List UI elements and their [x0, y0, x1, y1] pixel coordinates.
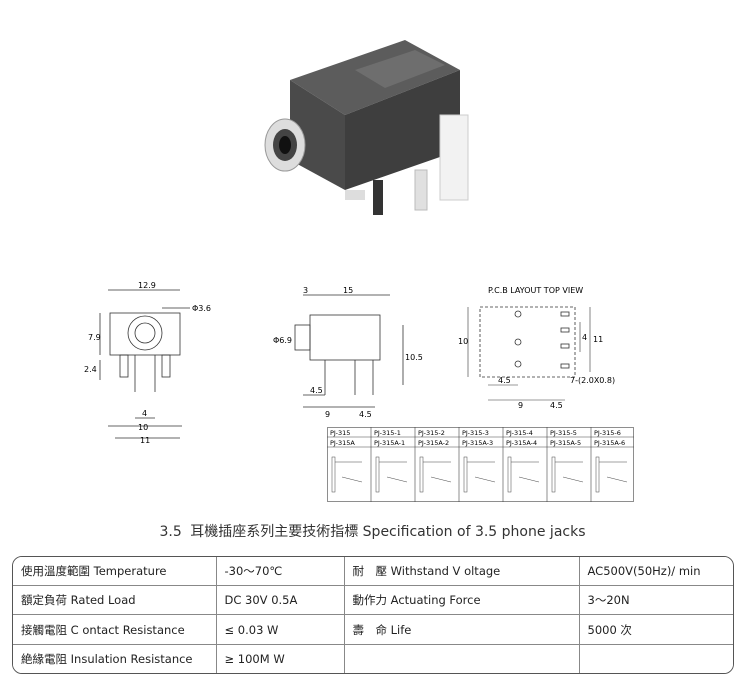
front-view-drawing: 12.9 Φ3.6 7.9 2.4 4 10 11: [84, 281, 211, 445]
spec-value2: [578, 643, 733, 673]
dim-width: 12.9: [138, 281, 156, 290]
variant-model: PJ-315-3: [462, 429, 489, 437]
spec-label: 使用溫度範圍 Temperature: [13, 557, 217, 587]
variant-model: PJ-315A-2: [418, 439, 449, 447]
layout-holes: 7-(2.0X0.8): [570, 376, 615, 385]
dim-b3: 4.5: [359, 410, 372, 419]
side-view-drawing: 3 15 Φ6.9 10.5 4.5 9 4.5: [273, 286, 423, 419]
spec-label: 接觸電阻 C ontact Resistance: [13, 614, 217, 645]
dim-b1: 4.5: [310, 386, 323, 395]
spec-value2: 5000 次: [578, 614, 733, 645]
dim-right: 10.5: [405, 353, 423, 362]
variant-model: PJ-315A-5: [550, 439, 581, 447]
spec-value2: 3～20N: [578, 585, 733, 616]
spec-label: 絶緣電阻 Insulation Resistance: [13, 643, 217, 673]
layout-left: 10: [458, 337, 468, 346]
pcb-layout-drawing: P.C.B LAYOUT TOP VIEW 10 4 11 4.5 9 4.5 …: [458, 286, 615, 410]
variant-model: PJ-315A-4: [506, 439, 537, 447]
dim-height: 7.9: [88, 333, 101, 342]
spec-value2: AC500V(50Hz)/ min: [578, 557, 733, 587]
spec-title: 3.5 耳機插座系列主要技術指標 Specification of 3.5 ph…: [0, 521, 745, 541]
variant-model: PJ-315A: [330, 439, 355, 447]
spec-label2: [343, 643, 580, 673]
dim-hole: Φ3.6: [192, 304, 211, 313]
variant-model: PJ-315-4: [506, 429, 533, 437]
dim-left: Φ6.9: [273, 336, 292, 345]
variant-model: PJ-315: [330, 429, 350, 437]
layout-b3: 4.5: [550, 401, 563, 410]
variant-model: PJ-315A-6: [594, 439, 625, 447]
variant-model: PJ-315A-1: [374, 439, 405, 447]
variant-model: PJ-315-5: [550, 429, 577, 437]
variant-model: PJ-315-6: [594, 429, 621, 437]
spec-title-number: 3.5: [159, 524, 182, 540]
product-image: [264, 40, 469, 215]
dim-bottom1: 10: [138, 423, 148, 432]
layout-right2: 11: [593, 335, 603, 344]
variant-model: PJ-315-1: [374, 429, 401, 437]
spec-value: ≤ 0.03 W: [215, 614, 345, 645]
layout-right1: 4: [582, 333, 587, 342]
spec-value: ≥ 100M W: [215, 643, 345, 673]
spec-label2: 耐 壓 Withstand V oltage: [343, 557, 580, 587]
spec-label2: 動作力 Actuating Force: [343, 585, 580, 616]
dim-top2: 15: [343, 286, 353, 295]
spec-label2: 壽 命 Life: [343, 614, 580, 645]
variant-model: PJ-315A-3: [462, 439, 493, 447]
layout-b2: 9: [518, 401, 523, 410]
spec-title-text: 耳機插座系列主要技術指標 Specification of 3.5 phone …: [190, 524, 586, 540]
dim-pitch: 4: [142, 409, 147, 418]
spec-label: 額定負荷 Rated Load: [13, 585, 217, 616]
layout-caption: P.C.B LAYOUT TOP VIEW: [488, 286, 583, 295]
spec-value: -30～70℃: [215, 557, 345, 587]
layout-b1: 4.5: [498, 376, 511, 385]
dim-top1: 3: [303, 286, 308, 295]
dim-b2: 9: [325, 410, 330, 419]
dim-lead: 2.4: [84, 365, 97, 374]
variant-model: PJ-315-2: [418, 429, 445, 437]
spec-row: 絶緣電阻 Insulation Resistance≥ 100M W: [13, 643, 733, 673]
spec-value: DC 30V 0.5A: [215, 585, 345, 616]
dim-bottom2: 11: [140, 436, 150, 445]
